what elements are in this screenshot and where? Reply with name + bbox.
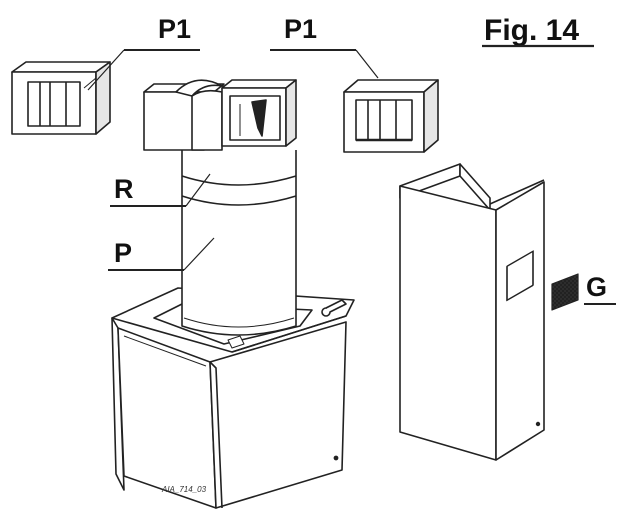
label-p1-right: P1 — [284, 14, 317, 44]
label-g: G — [586, 272, 607, 302]
leader-r-pointer — [185, 173, 211, 207]
connector-top — [143, 79, 297, 151]
label-p1-left: P1 — [158, 14, 191, 44]
leader-p-pointer — [183, 237, 215, 271]
leader-p1-right — [355, 49, 379, 79]
connector-p1-right — [343, 79, 439, 153]
grid-g — [551, 273, 579, 311]
connector-p1-left — [11, 61, 111, 135]
duct-pipe — [181, 150, 297, 336]
label-p: P — [114, 238, 132, 268]
drawing-code: AIA_714_03 — [161, 485, 207, 494]
leader-p1-left — [87, 49, 125, 91]
label-r: R — [114, 174, 134, 204]
chimney-cover — [399, 163, 545, 461]
figure-title: Fig. 14 — [484, 14, 579, 47]
